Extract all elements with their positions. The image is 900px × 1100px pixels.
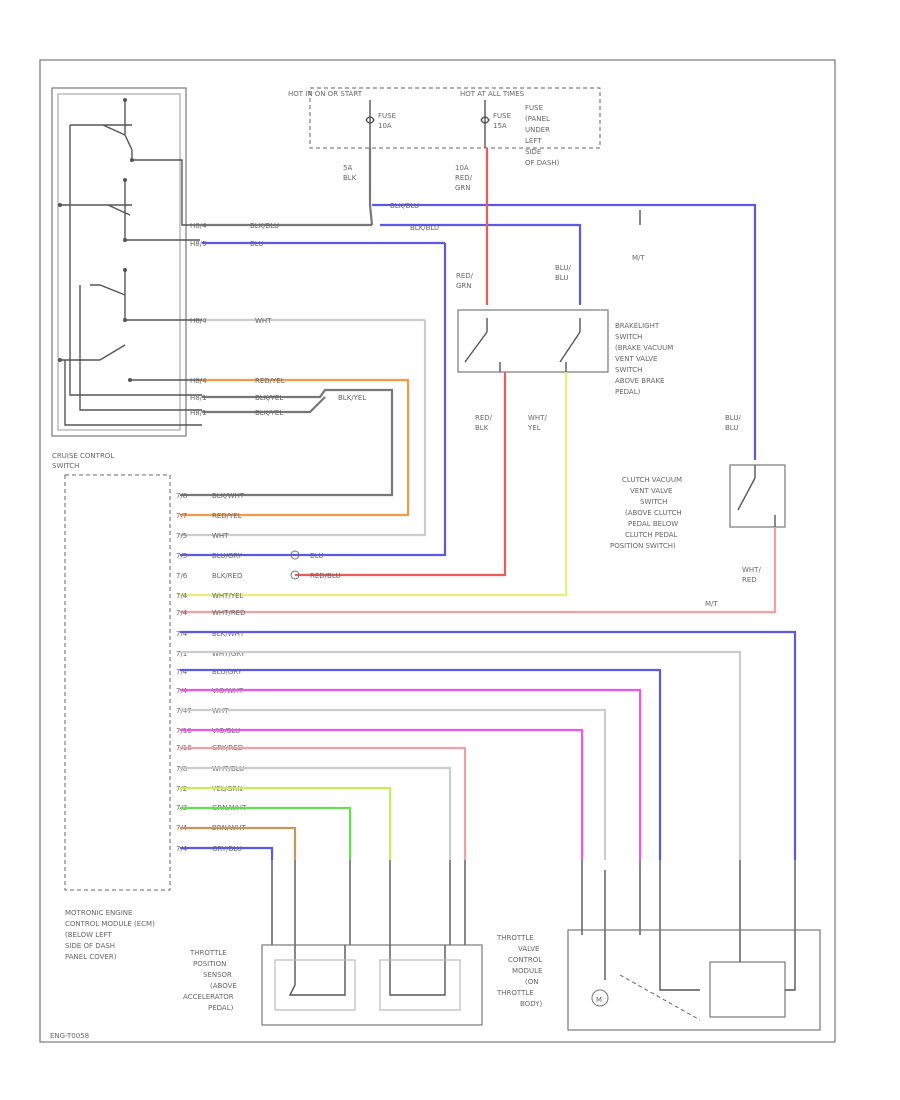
switch-wires [180, 223, 447, 557]
clutch-output-wire [180, 527, 777, 614]
tps-box [261, 944, 483, 1026]
ecm-box [64, 474, 171, 891]
fuse-a-icon [365, 100, 375, 148]
ecm-label-6: WHT/YEL [212, 592, 244, 600]
tps-internals [274, 945, 461, 1011]
switch-wire-label-2: BLU [250, 240, 263, 248]
ecm-label-9: WHT/GRY [212, 650, 246, 658]
ecm-label-8: BLK/WHT [212, 630, 245, 638]
wire-label-blk-blu-top: BLK/BLU [390, 202, 419, 210]
ecm-label-10: BLU/GRY [212, 668, 243, 676]
ecm-pin-6: 7/4 [176, 592, 188, 600]
wire-label-wht-yel: WHT/YEL [527, 414, 547, 432]
switch-pin-2: H8/5 [190, 240, 207, 248]
ecm-pin-5: 7/6 [176, 572, 188, 580]
ecm-pin-labels: 7/8 BLK/WHT 7/7 RED/YEL 7/5 WHT 7/5 BLU/… [176, 492, 247, 853]
ecm-label-4: BLU/GRY [212, 552, 243, 560]
ecm-label-3: WHT [212, 532, 229, 540]
switch-pin-4: H8/4 [190, 377, 207, 385]
splice-blu-connector [290, 550, 300, 560]
motor-symbol: M [596, 996, 602, 1004]
ecm-pin-9: 7/1 [176, 650, 187, 658]
switch-wire-label-3: WHT [255, 317, 272, 325]
switch-pin-5: H8/1 [190, 394, 207, 402]
switch-wire-label-4: RED/YEL [255, 377, 285, 385]
ecm-pin-2: 7/7 [176, 512, 187, 520]
power-wires [368, 148, 757, 460]
ecm-pin-10: 7/4 [176, 668, 188, 676]
hot-in-start-label: HOT IN ON OR START [288, 90, 363, 98]
cruise-switch-inner [57, 93, 181, 431]
wire-label-blu-clutch: BLU/BLU [725, 414, 741, 432]
ecm-label-7: WHT/RED [212, 609, 246, 617]
footer-label: ENG-T0058 [50, 1032, 89, 1040]
clutch-switch-contacts [737, 465, 776, 527]
splice-label-blu: BLU [310, 552, 323, 560]
ecm-label-2: RED/YEL [212, 512, 242, 520]
wire-label-red-blk: RED/BLK [475, 414, 493, 432]
ecm-pin-8: 7/4 [176, 630, 188, 638]
ecm-pin-1: 7/8 [176, 492, 187, 500]
wire-label-blk-blu-mid: BLK/BLU [410, 224, 439, 232]
brake-switch-contacts [464, 318, 581, 372]
splice-label-redblu: RED/BLU [310, 572, 341, 580]
switch-pin-1: H8/4 [190, 222, 207, 230]
mt-label-top: M/T [632, 254, 645, 262]
brake-switch-box [457, 309, 609, 373]
ecm-label-1: BLK/WHT [212, 492, 245, 500]
brake-output-wires [180, 372, 568, 597]
ecm-pin-4: 7/5 [176, 552, 187, 560]
hot-at-all-times-label: HOT AT ALL TIMES [460, 90, 525, 98]
mt-label-bottom: M/T [705, 600, 718, 608]
ecm-label-5: BLK/RED [212, 572, 242, 580]
cruise-switch-contacts [58, 98, 202, 426]
ecm-pin-7: 7/4 [176, 609, 188, 617]
throttle-module-internals: M [591, 935, 796, 1021]
switch-wire-label-6: BLK/YEL [255, 409, 283, 417]
ecm-pin-3: 7/5 [176, 532, 187, 540]
wire-label-red-brake: RED/GRN [456, 272, 474, 290]
switch-pin-6: H8/1 [190, 409, 207, 417]
throttle-module-box [567, 929, 821, 1031]
wire-label-wht-red: WHT/RED [742, 566, 761, 584]
fuse-b-icon [480, 100, 490, 148]
ecm-wires [180, 630, 797, 860]
clutch-switch-box [729, 464, 786, 528]
cruise-switch-body [51, 87, 187, 437]
wire-label-blu-brake: BLU/BLU [555, 264, 571, 282]
diagram-frame [39, 59, 836, 1043]
switch-wire-label-5: BLK/YEL [255, 394, 283, 402]
bottom-connectors [271, 860, 796, 945]
splice-label-blkyel: BLK/YEL [338, 394, 366, 402]
switch-wire-label-1: BLK/BLU [250, 222, 279, 230]
splice-redblu-connector [290, 570, 300, 580]
switch-pin-3: H8/4 [190, 317, 207, 325]
